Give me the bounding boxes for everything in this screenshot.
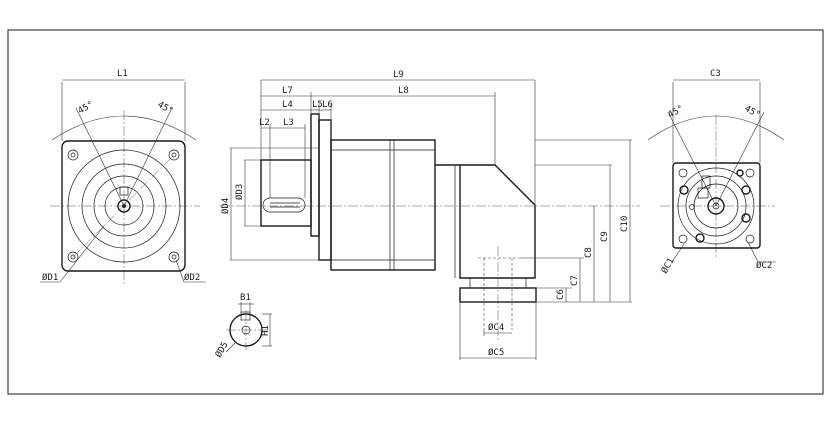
motor-flange-view: C3 45° 45° ØC1 ØC2 xyxy=(647,69,785,276)
side-view: L9 L7 L8 L4 L5 L6 L2 L3 ØD4 ØD3 xyxy=(220,70,640,360)
dim-D5: ØD5 xyxy=(213,340,231,360)
dim-D2: ØD2 xyxy=(184,272,200,283)
dim-L7: L7 xyxy=(282,86,293,96)
dim-C4: ØC4 xyxy=(488,322,504,333)
dim-H1: H1 xyxy=(261,325,271,336)
drawing-frame xyxy=(7,29,824,395)
dim-D3: ØD3 xyxy=(234,184,245,200)
angle-right-2: 45° xyxy=(743,104,762,121)
dim-B1: B1 xyxy=(240,293,251,303)
dim-C3: C3 xyxy=(710,69,721,79)
front-flange-view: L1 45° 45° ØD1 ØD2 xyxy=(40,69,206,285)
dim-C7: C7 xyxy=(570,275,580,286)
angle-left-2: 45° xyxy=(156,100,175,117)
angle-right-1: 45° xyxy=(667,104,686,121)
dim-D1: ØD1 xyxy=(42,272,58,283)
dim-D4: ØD4 xyxy=(220,198,231,214)
dim-C5: ØC5 xyxy=(488,347,504,358)
dim-L9: L9 xyxy=(393,70,404,80)
dim-C6: C6 xyxy=(556,289,566,300)
dim-L1: L1 xyxy=(117,69,128,79)
dim-C9: C9 xyxy=(600,231,610,242)
dim-C8: C8 xyxy=(584,247,594,258)
dim-L5: L5 xyxy=(312,100,323,110)
dim-C2: ØC2 xyxy=(756,260,772,271)
dim-L6: L6 xyxy=(322,100,333,110)
angle-left-1: 45° xyxy=(77,100,96,117)
dim-C10: C10 xyxy=(620,216,630,232)
dim-L4: L4 xyxy=(282,100,293,110)
shaft-key-detail: B1 H1 ØD5 xyxy=(213,293,272,360)
dim-L8: L8 xyxy=(398,86,409,96)
dim-L2: L2 xyxy=(259,118,270,128)
dim-L3: L3 xyxy=(283,118,294,128)
